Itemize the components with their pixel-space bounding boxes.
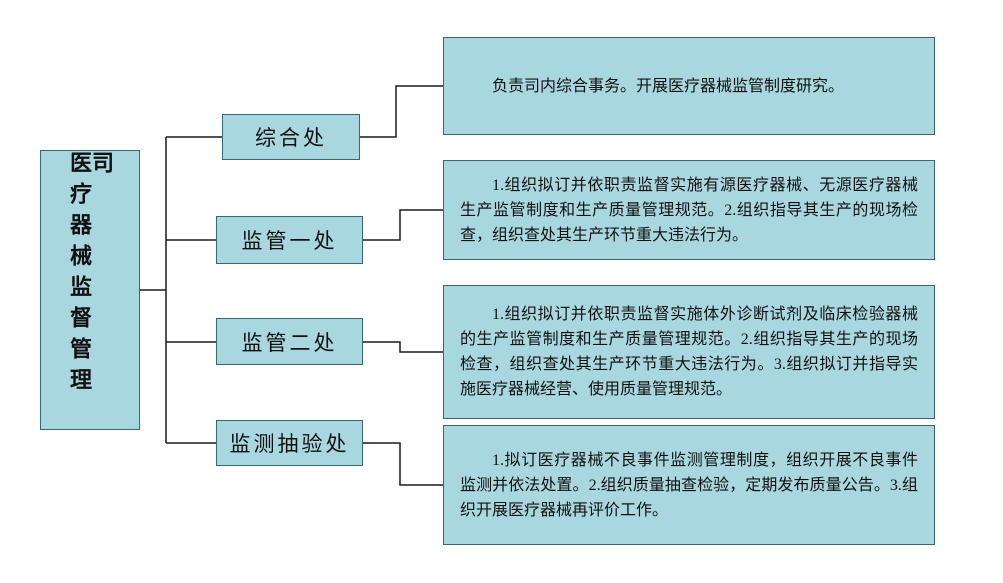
branch-desc-monitoring-sampling-division: 1.拟订医疗器械不良事件监测管理制度，组织开展不良事件监测并依法处置。2.组织质… [443,425,935,545]
branch-desc-text: 负责司内综合事务。开展医疗器械监管制度研究。 [492,77,845,95]
branch-desc-supervision-division-1: 1.组织拟订并依职责监督实施有源医疗器械、无源医疗器械生产监管制度和生产质量管理… [443,160,935,260]
root-box: 医疗器械监督管理司 [40,150,140,430]
branch-label-supervision-division-1: 监管一处 [216,216,363,264]
branch-desc-text: 1.拟订医疗器械不良事件监测管理制度，组织开展不良事件监测并依法处置。2.组织质… [460,451,918,519]
branch-label-text: 监测抽验处 [229,432,350,456]
branch-label-general-office: 综合处 [222,114,360,160]
branch-desc-text: 1.组织拟订并依职责监督实施体外诊断试剂及临床检验器械的生产监管制度和生产质量管… [460,306,918,398]
branch-desc-general-office: 负责司内综合事务。开展医疗器械监管制度研究。 [443,37,935,135]
branch-label-text: 综合处 [255,126,327,150]
branch-label-supervision-division-2: 监管二处 [216,318,363,365]
connector-desc-4 [363,442,443,486]
branch-desc-supervision-division-2: 1.组织拟订并依职责监督实施体外诊断试剂及临床检验器械的生产监管制度和生产质量管… [443,285,935,419]
connector-desc-1 [360,85,443,138]
connector-desc-3 [363,341,443,353]
branch-label-text: 监管二处 [241,330,338,355]
branch-desc-text: 1.组织拟订并依职责监督实施有源医疗器械、无源医疗器械生产监管制度和生产质量管理… [460,176,918,244]
branch-label-monitoring-sampling-division: 监测抽验处 [216,420,363,466]
root-label: 医疗器械监督管理司 [67,151,114,399]
branch-label-text: 监管一处 [241,229,338,253]
connector-desc-2 [363,209,443,241]
